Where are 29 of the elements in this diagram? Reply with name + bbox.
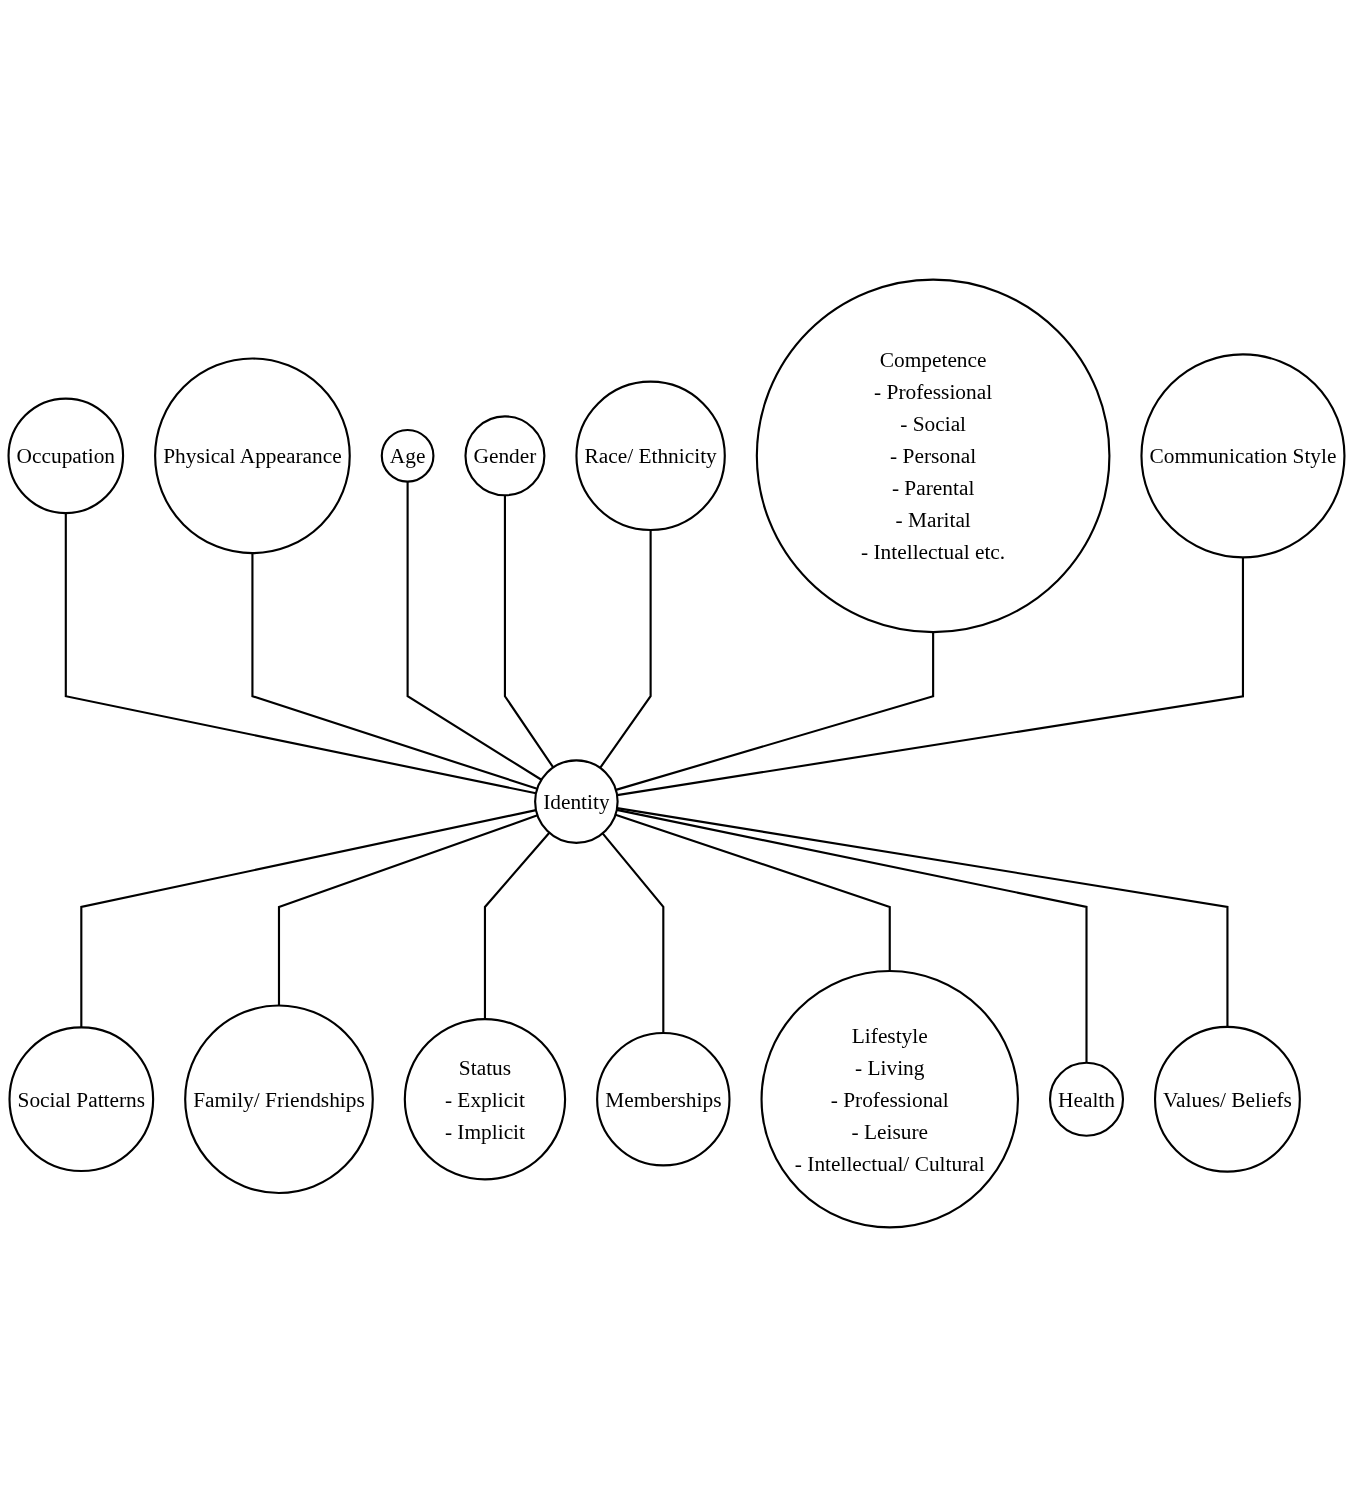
connector <box>483 832 551 1020</box>
node-circle: Gender <box>464 415 546 497</box>
node-circle: Social Patterns <box>8 1026 155 1173</box>
connector <box>616 557 1245 797</box>
node-circle: Physical Appearance <box>154 357 351 555</box>
connector <box>277 814 538 1006</box>
connector <box>80 809 537 1028</box>
node-circle: Values/ Beliefs <box>1153 1025 1301 1173</box>
connector <box>601 832 665 1034</box>
connector <box>615 632 935 791</box>
connector <box>599 530 652 769</box>
node-circle: Status - Explicit - Implicit <box>403 1018 567 1181</box>
node-circle: Family/ Friendships <box>184 1004 374 1195</box>
node-circle: Competence - Professional - Social - Personal - Parental - Marital - Intellectual etc. <box>755 278 1111 634</box>
node-circle: Lifestyle - Living - Professional - Leisure - Intellectual/ Cultural <box>760 969 1020 1229</box>
connector <box>616 808 1088 1063</box>
node-circle: Age <box>380 428 435 483</box>
connector <box>615 813 891 972</box>
node-circle: Identity <box>534 759 619 844</box>
connector <box>406 481 542 781</box>
node-circle: Memberships <box>596 1032 731 1167</box>
connector <box>251 553 538 790</box>
node-circle: Health <box>1048 1061 1125 1137</box>
node-circle: Communication Style <box>1140 353 1346 559</box>
node-circle: Race/ Ethnicity <box>575 380 726 532</box>
connector <box>616 807 1229 1027</box>
connector <box>64 513 537 795</box>
connector <box>503 495 555 769</box>
node-circle: Occupation <box>7 397 125 515</box>
